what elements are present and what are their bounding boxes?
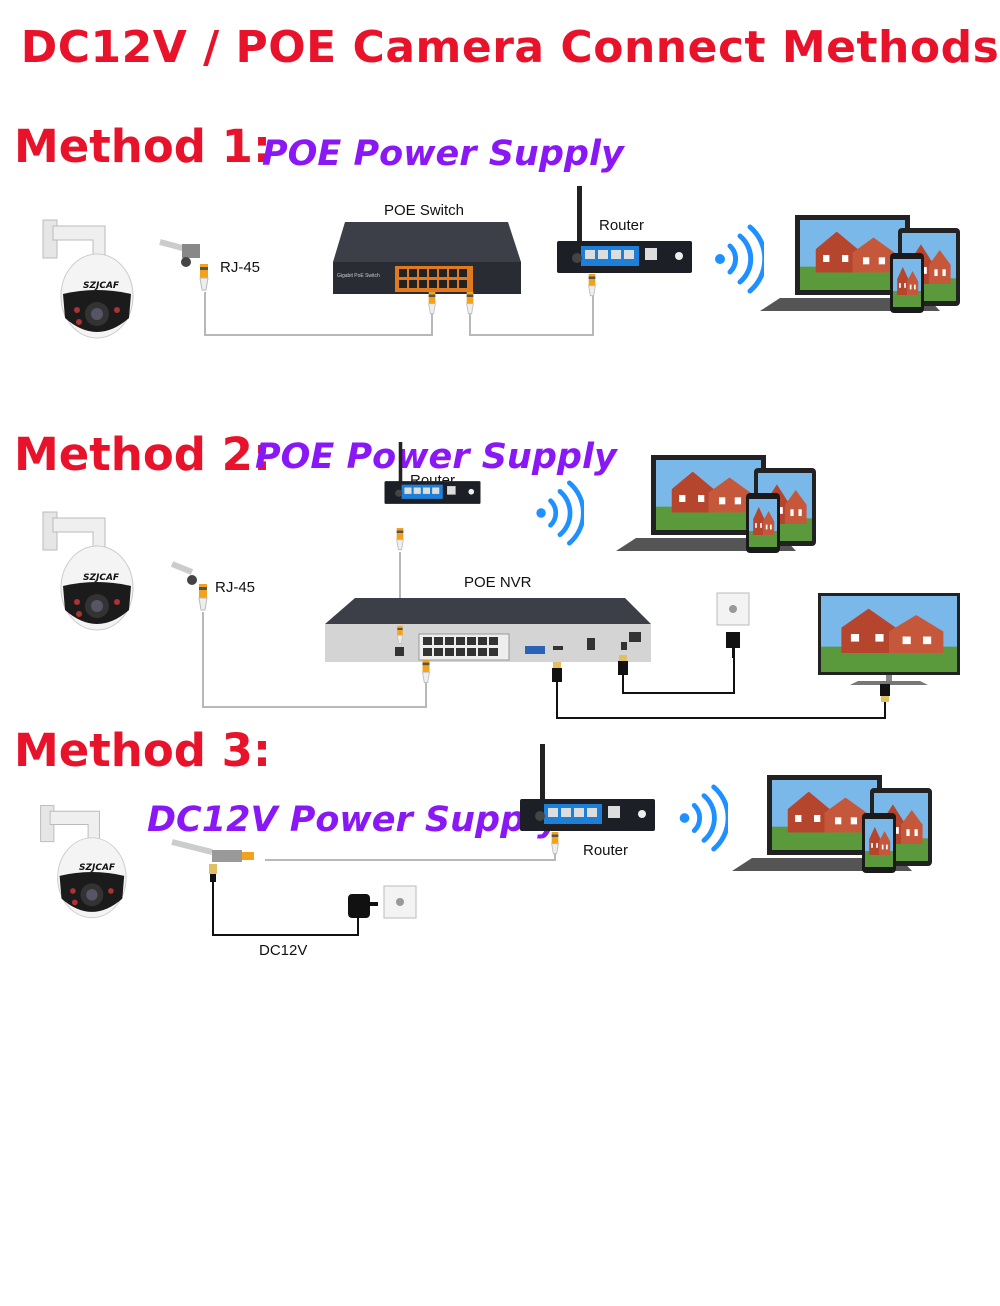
rj45-cable-icon	[159, 239, 209, 291]
rj45-plug-icon	[420, 660, 432, 686]
hdmi-plug-icon	[880, 684, 890, 702]
camera-cable-icon	[171, 839, 254, 882]
power-plug-icon	[618, 655, 628, 675]
poe-nvr-label: POE NVR	[464, 574, 532, 591]
rj45-cable-icon	[170, 561, 208, 611]
hdmi-plug-icon	[552, 662, 562, 682]
method-3-subtitle: DC12V Power Supply	[147, 800, 560, 840]
method-1-subtitle: POE Power Supply	[262, 134, 624, 174]
rj45-label: RJ-45	[215, 579, 256, 596]
router-icon	[365, 468, 500, 551]
ptz-camera-icon: SZJCAF	[35, 218, 135, 343]
rj45-label: RJ-45	[220, 259, 261, 276]
method-1-label: Method 1:	[14, 120, 271, 173]
tv-icon	[818, 593, 960, 685]
m1-cable-camera-switch	[204, 292, 433, 336]
ptz-camera-icon: SZJCAF	[33, 802, 128, 924]
switch-brand: Gigabit PoE Switch	[337, 273, 380, 279]
wifi-icon	[678, 784, 728, 852]
router-icon	[557, 186, 692, 297]
camera-brand: SZJCAF	[83, 281, 120, 291]
page-title: DC12V / POE Camera Connect Methods	[20, 22, 1000, 73]
m3-cable-camera-router	[265, 848, 556, 861]
camera-brand: SZJCAF	[83, 573, 120, 583]
ptz-camera-icon: SZJCAF	[35, 510, 135, 635]
router-icon	[520, 744, 655, 855]
poe-switch-label: POE Switch	[384, 202, 465, 219]
dc12v-adapter-outlet-icon	[348, 885, 417, 919]
laptop-tablet-phone-icon	[750, 213, 965, 318]
method-2-subtitle: POE Power Supply	[255, 437, 617, 477]
wall-outlet-icon	[716, 592, 750, 658]
dc12v-label: DC12V	[259, 942, 308, 959]
method-3-label: Method 3:	[14, 724, 271, 777]
wifi-icon	[534, 480, 584, 546]
laptop-tablet-phone-icon	[722, 773, 937, 878]
router-label: Router	[599, 217, 645, 234]
poe-nvr-icon	[325, 598, 651, 662]
poe-switch-icon: Gigabit PoE Switch	[333, 222, 521, 315]
laptop-tablet-phone-icon	[606, 453, 821, 558]
method-2-label: Method 2:	[14, 428, 271, 481]
m3-dc-cable	[212, 882, 359, 936]
m2-hdmi-cable	[556, 680, 886, 719]
camera-brand: SZJCAF	[79, 863, 116, 873]
router-label: Router	[583, 842, 629, 859]
